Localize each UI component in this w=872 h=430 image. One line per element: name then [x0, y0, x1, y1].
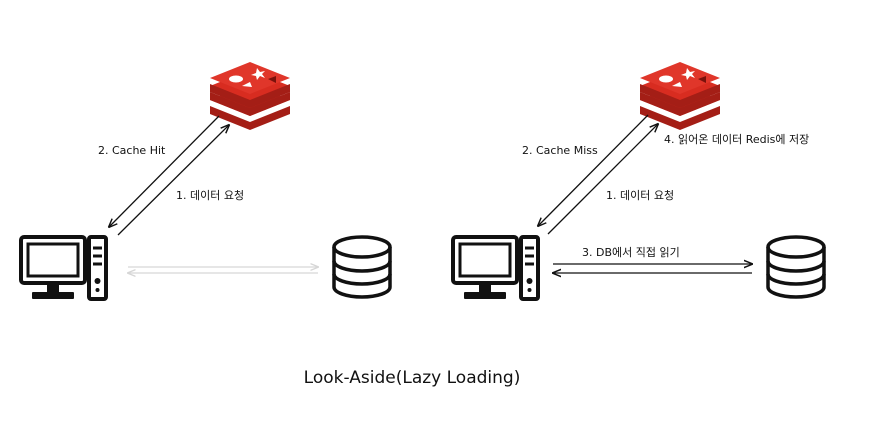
- request-arrow: [547, 124, 658, 235]
- label-data-request: 1. 데이터 요청: [606, 189, 674, 202]
- label-data-request: 1. 데이터 요청: [176, 189, 244, 202]
- diagram-title: Look-Aside(Lazy Loading): [304, 368, 521, 388]
- database-icon: [766, 235, 826, 299]
- cache-hit-arrow: [109, 115, 220, 227]
- computer-icon: [451, 235, 540, 301]
- request-arrow: [117, 125, 229, 236]
- cache-miss-arrow: [538, 114, 649, 226]
- redis-icon: [210, 62, 290, 130]
- label-store-redis: 4. 읽어온 데이터 Redis에 저장: [664, 133, 809, 146]
- label-db-read: 3. DB에서 직접 읽기: [582, 246, 680, 259]
- redis-icon: [640, 62, 720, 130]
- database-icon: [332, 235, 392, 299]
- computer-icon: [19, 235, 108, 301]
- label-cache-miss: 2. Cache Miss: [522, 144, 598, 157]
- label-cache-hit: 2. Cache Hit: [98, 144, 166, 157]
